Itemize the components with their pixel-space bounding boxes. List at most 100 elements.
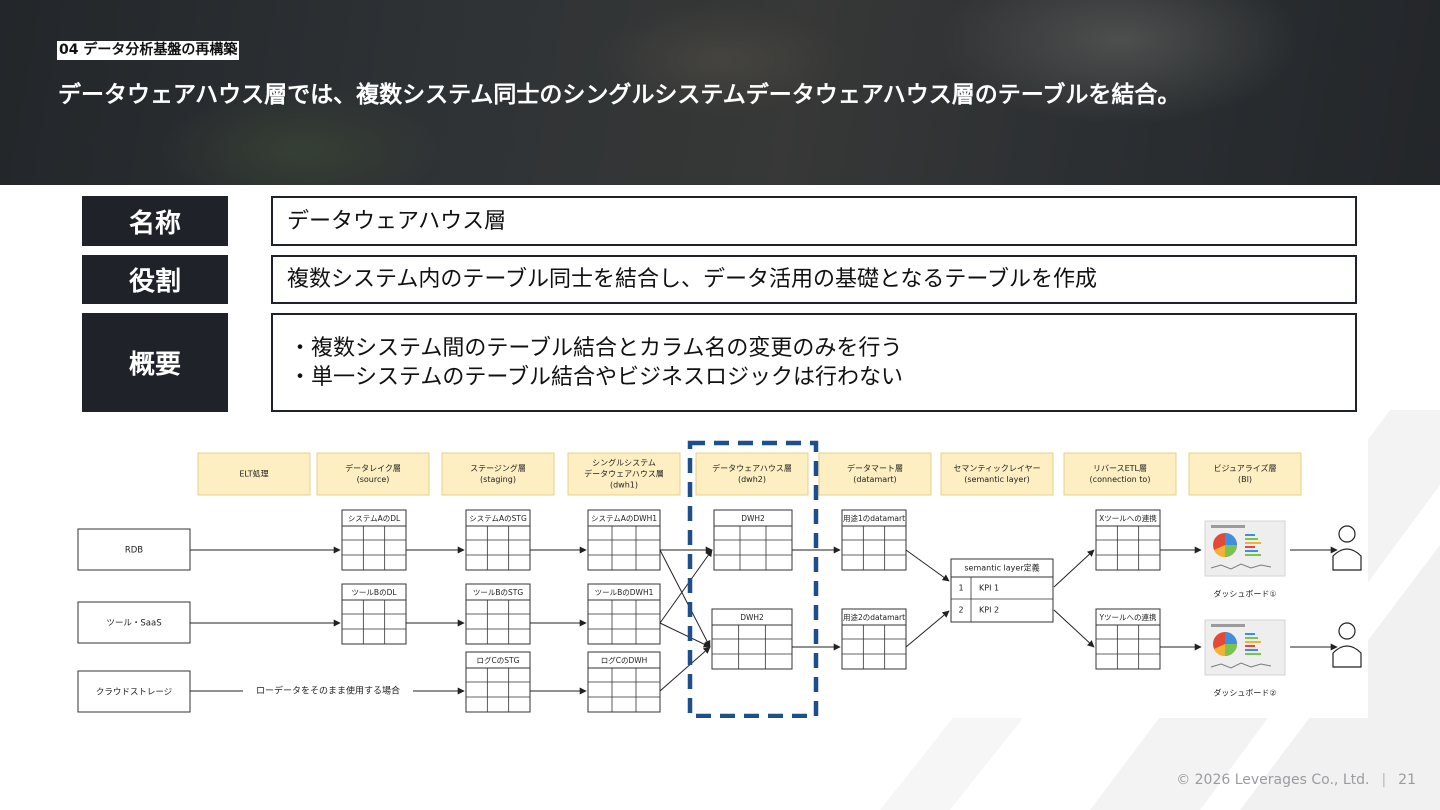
layer-header-4-line-0: データウェアハウス層 <box>712 463 792 473</box>
dashboard-1-bar-0 <box>1245 633 1255 635</box>
source-box-1 <box>77 601 191 644</box>
architecture-diagram-svg: ELT処理データレイク層(source)ステージング層(staging)シングル… <box>77 440 1362 718</box>
dashboard-1-bar-4 <box>1245 649 1258 651</box>
user-icon-1-body <box>1332 645 1362 668</box>
layer-header-3 <box>567 452 681 496</box>
summary-line-2: ・単一システムのテーブル結合やビジネスロジックは行わない <box>289 364 904 390</box>
dashboard-1-bar-2 <box>1245 641 1261 643</box>
summary-label: 概要 <box>82 313 228 412</box>
role-value-box: 複数システム内のテーブル同士を結合し、データ活用の基礎となるテーブルを作成 <box>271 255 1357 304</box>
dashboard-0-pie-slice-green <box>1225 545 1237 557</box>
dashboard-1-title-bar <box>1211 624 1245 627</box>
dashboard-0-bar-4 <box>1245 550 1258 552</box>
table-dwh2_1-title: DWH2 <box>741 514 765 523</box>
name-value: データウェアハウス層 <box>287 208 507 234</box>
layer-header-5-line-0: データマート層 <box>847 463 903 473</box>
layer-header-4 <box>695 452 809 496</box>
role-value: 複数システム内のテーブル同士を結合し、データ活用の基礎となるテーブルを作成 <box>287 267 1098 292</box>
layer-header-1-line-1: (source) <box>357 475 390 484</box>
source-box-2 <box>77 670 191 713</box>
flow-arrow-11 <box>659 549 713 624</box>
flow-arrow-16 <box>1053 549 1095 588</box>
flow-arrow-10 <box>659 549 711 648</box>
layer-header-7 <box>1063 452 1177 496</box>
dashboard-0-pie-slice-yellow <box>1214 545 1225 558</box>
source-label-2: クラウドストレージ <box>96 688 172 698</box>
dashboard-1-bar-3 <box>1245 645 1255 647</box>
dashboard-0-title-bar <box>1211 525 1245 528</box>
semantic-row-0-name: KPI 1 <box>979 584 999 593</box>
page-number: 21 <box>1398 772 1416 788</box>
table-mart_1-title: 用途1のdatamart <box>843 513 905 523</box>
layer-header-8-line-0: ビジュアライズ層 <box>1213 463 1276 473</box>
dashboard-0-bar-1 <box>1245 538 1258 540</box>
flow-arrow-17 <box>1053 609 1095 648</box>
flow-arrow-15 <box>905 610 950 648</box>
layer-header-7-line-0: リバースETL層 <box>1093 464 1147 473</box>
layer-header-1 <box>316 452 430 496</box>
source-label-1: ツール・SaaS <box>106 619 161 629</box>
dashboard-1-bar-5 <box>1245 653 1261 655</box>
table-mart_2-title: 用途2のdatamart <box>843 612 905 622</box>
layer-header-0-line-0: ELT処理 <box>239 469 268 479</box>
dashboard-0-bar-2 <box>1245 542 1261 544</box>
table-dwh1_a-title: システムAのDWH1 <box>591 514 657 523</box>
footer: © 2026 Leverages Co., Ltd. | 21 <box>1176 772 1416 788</box>
layer-header-4-line-1: (dwh2) <box>738 475 766 484</box>
layer-header-0 <box>197 452 311 496</box>
raw-data-note: ローデータをそのまま使用する場合 <box>256 685 400 697</box>
copyright: © 2026 Leverages Co., Ltd. <box>1176 772 1370 788</box>
flow-arrow-9 <box>659 646 711 692</box>
layer-header-3-line-0: シングルシステム <box>592 458 656 468</box>
layer-header-1-line-0: データレイク層 <box>345 463 401 473</box>
dashboard-1-pie-slice-blue <box>1225 632 1237 644</box>
table-dl_a-title: システムAのDL <box>348 514 401 523</box>
layer-header-5 <box>818 452 932 496</box>
raw-data-note-bg <box>243 684 413 698</box>
table-retl_y-title: Yツールへの連携 <box>1098 612 1157 622</box>
layer-header-2 <box>441 452 555 496</box>
layer-header-8-line-1: (BI) <box>1238 475 1252 484</box>
layer-header-5-line-1: (datamart) <box>853 475 896 484</box>
semantic-row-0-no: 1 <box>958 584 963 593</box>
dashboard-0-pie-slice-blue <box>1225 533 1237 545</box>
source-label-0: RDB <box>125 546 143 556</box>
user-icon-0-body <box>1332 548 1362 571</box>
name-label: 名称 <box>82 196 228 246</box>
summary-value-box: ・複数システム間のテーブル結合とカラム名の変更のみを行う ・単一システムのテーブ… <box>271 313 1357 412</box>
dashboard-1-sparkline <box>1210 662 1272 669</box>
semantic-row-1-no: 2 <box>958 606 963 615</box>
summary-line-1: ・複数システム間のテーブル結合とカラム名の変更のみを行う <box>289 335 903 361</box>
dashboard-1-pie-slice-yellow <box>1214 644 1225 657</box>
role-label: 役割 <box>82 255 228 304</box>
user-icon-0-head <box>1338 525 1356 543</box>
header-background <box>0 0 1440 185</box>
layer-header-6 <box>940 452 1054 496</box>
dashboard-0-bar-3 <box>1245 546 1255 548</box>
dashboard-0-sparkline <box>1210 563 1272 570</box>
dashboard-0-bar-5 <box>1245 554 1261 556</box>
layer-header-3-line-2: (dwh1) <box>610 481 638 490</box>
dwh2-highlight-frame <box>687 440 819 718</box>
table-stg_b-title: ツールBのSTG <box>473 588 523 597</box>
dashboard-1-bar-1 <box>1245 637 1258 639</box>
dashboard-0-label: ダッシュボード① <box>1213 589 1276 599</box>
layer-header-3-line-1: データウェアハウス層 <box>584 469 664 479</box>
architecture-diagram: ELT処理データレイク層(source)ステージング層(staging)シングル… <box>75 440 1368 718</box>
layer-header-8 <box>1188 452 1302 496</box>
semantic-box <box>950 558 1054 623</box>
table-dwh1_b-title: ツールBのDWH1 <box>595 588 654 597</box>
footer-separator: | <box>1381 772 1387 788</box>
layer-header-6-line-1: (semantic layer) <box>964 475 1029 484</box>
dashboard-0-bar-0 <box>1245 534 1255 536</box>
flow-arrow-7 <box>659 622 711 648</box>
table-dl_b-title: ツールBのDL <box>351 588 397 597</box>
name-value-box: データウェアハウス層 <box>271 196 1357 246</box>
section-tag: 04 データ分析基盤の再構築 <box>57 41 240 60</box>
layer-header-2-line-1: (staging) <box>480 475 516 484</box>
layer-header-6-line-0: セマンティックレイヤー <box>953 464 1040 473</box>
dashboard-1-pie-slice-green <box>1225 644 1237 656</box>
semantic-row-1-name: KPI 2 <box>979 606 999 615</box>
page-title: データウェアハウス層では、複数システム同士のシングルシステムデータウェアハウス層… <box>58 82 1181 108</box>
dashboard-1-label: ダッシュボード② <box>1213 688 1276 698</box>
